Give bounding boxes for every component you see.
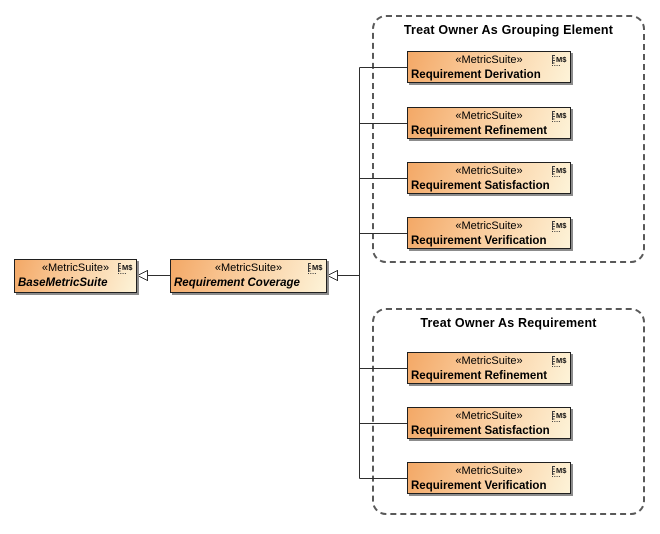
- node-name: BaseMetricSuite: [18, 277, 108, 289]
- svg-text:M$: M$: [556, 356, 567, 365]
- metric-suite-icon: M$: [308, 263, 323, 274]
- svg-text:M$: M$: [556, 111, 567, 120]
- stereotype-label: «MetricSuite»: [41, 262, 110, 274]
- node-name: Requirement Refinement: [411, 125, 548, 137]
- stereotype-label: «MetricSuite»: [455, 165, 523, 177]
- metric-suite-icon: M$: [552, 221, 567, 232]
- svg-text:M$: M$: [556, 221, 567, 230]
- svg-text:M$: M$: [556, 166, 567, 175]
- group-title: Treat Owner As Grouping Element: [403, 23, 614, 37]
- node-name: Requirement Satisfaction: [411, 425, 550, 437]
- metric-suite-icon: M$: [552, 55, 567, 66]
- svg-text:M$: M$: [312, 263, 323, 272]
- svg-text:M$: M$: [122, 263, 133, 272]
- generalization-coverage-to-base[interactable]: [136, 269, 171, 282]
- group-title: Treat Owner As Requirement: [420, 316, 597, 330]
- stereotype-label: «MetricSuite»: [455, 465, 523, 477]
- svg-text:M$: M$: [556, 411, 567, 420]
- node-requirement-satisfaction-requirement[interactable]: «MetricSuite» Requirement Satisfaction M…: [407, 407, 571, 439]
- stereotype-label: «MetricSuite»: [455, 410, 523, 422]
- node-name: Requirement Verification: [411, 480, 547, 492]
- stereotype-label: «MetricSuite»: [455, 110, 523, 122]
- metric-suite-icon: M$: [552, 111, 567, 122]
- node-name: Requirement Refinement: [411, 370, 548, 382]
- node-name: Requirement Derivation: [411, 69, 541, 81]
- node-name: Requirement Coverage: [174, 277, 300, 289]
- group-treat-owner-as-requirement[interactable]: Treat Owner As Requirement: [372, 308, 645, 515]
- node-requirement-verification-grouping[interactable]: «MetricSuite» Requirement Verification M…: [407, 217, 571, 249]
- metric-suite-icon: M$: [552, 356, 567, 367]
- svg-text:M$: M$: [556, 466, 567, 475]
- stereotype-label: «MetricSuite»: [214, 262, 283, 274]
- svg-text:M$: M$: [556, 55, 567, 64]
- stereotype-label: «MetricSuite»: [455, 355, 523, 367]
- node-base-metric-suite[interactable]: «MetricSuite» BaseMetricSuite M$: [14, 259, 137, 293]
- group-treat-owner-as-grouping-element[interactable]: Treat Owner As Grouping Element: [372, 15, 645, 263]
- node-requirement-derivation[interactable]: «MetricSuite» Requirement Derivation M$: [407, 51, 571, 83]
- node-requirement-refinement-grouping[interactable]: «MetricSuite» Requirement Refinement M$: [407, 107, 571, 139]
- node-requirement-verification-requirement[interactable]: «MetricSuite» Requirement Verification M…: [407, 462, 571, 494]
- node-name: Requirement Satisfaction: [411, 180, 550, 192]
- node-requirement-coverage[interactable]: «MetricSuite» Requirement Coverage M$: [170, 259, 327, 293]
- metric-suite-icon: M$: [552, 411, 567, 422]
- stereotype-label: «MetricSuite»: [455, 54, 523, 66]
- node-requirement-refinement-requirement[interactable]: «MetricSuite» Requirement Refinement M$: [407, 352, 571, 384]
- metric-suite-icon: M$: [552, 466, 567, 477]
- metric-suite-icon: M$: [118, 263, 133, 274]
- node-requirement-satisfaction-grouping[interactable]: «MetricSuite» Requirement Satisfaction M…: [407, 162, 571, 194]
- stereotype-label: «MetricSuite»: [455, 220, 523, 232]
- metric-suite-icon: M$: [552, 166, 567, 177]
- node-name: Requirement Verification: [411, 235, 547, 247]
